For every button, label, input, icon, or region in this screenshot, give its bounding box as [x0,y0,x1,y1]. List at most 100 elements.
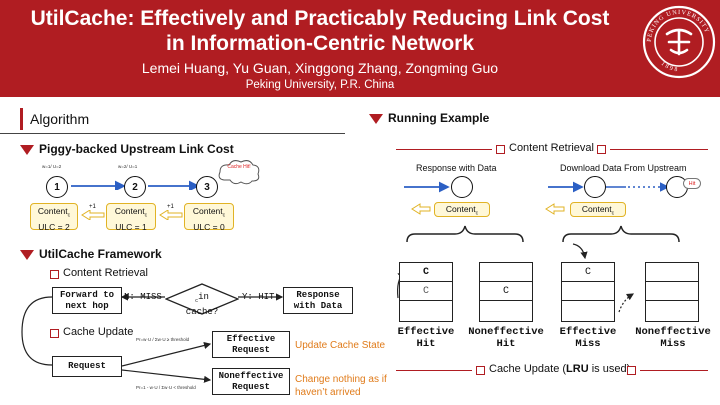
label-content-retrieval-right: Content Retrieval [509,142,594,154]
node-2: 2 [124,176,146,198]
cache-cell: C [400,263,452,282]
cache-cell: C [562,263,614,282]
section-title-algorithm: Algorithm [30,111,90,127]
framework-connectors [21,293,284,383]
section-divider [0,133,345,134]
content-sub: c [144,212,148,219]
title-line-2: in Information-Centric Network [165,32,475,55]
caption-effective-hit: Effective Hit [397,326,455,350]
affiliation: Peking University, P.R. China [245,79,395,91]
ulc-value: ULC = 2 [38,221,70,232]
triangle-bullet-icon [20,145,34,155]
update-lru: LRU [566,363,589,375]
effective-arrow [121,341,212,367]
forward-box: Forward to next hop [52,287,122,314]
content-box-1: Contentc ULC = 2 [30,203,78,232]
header-banner [0,0,720,97]
seal-year: 1898 [660,61,678,73]
cache-effective-miss: C [561,262,615,322]
brace-connector [21,296,53,366]
decision-diamond [165,283,239,315]
response-label: Response with Data [416,163,497,173]
decision-text: in cache? [185,292,219,317]
evict-arrow [618,293,635,313]
label-content-retrieval: Content Retrieval [63,267,148,279]
content-sub: c [611,210,615,217]
content-name: Content [192,206,223,216]
ulc-value: ULC = 1 [115,221,147,232]
square-bullet-icon [50,329,59,338]
cloud-label: Cache Hit! [227,164,251,170]
hit-label: Y: HIT [242,292,275,302]
square-bullet-icon [476,366,485,375]
response-box: Response with Data [283,287,353,314]
example-arrows [404,181,670,193]
noneffective-arrow [121,369,212,383]
update-prefix: Cache Update ( [489,363,567,375]
cache-noneffective-hit: C [479,262,533,322]
left-arrows [411,203,565,215]
cache-effective-hit: C C [399,262,453,322]
caption-effective-miss: Effective Miss [559,326,617,350]
cache-cell: C [400,282,452,301]
content-name: Content [445,204,476,214]
content-sub: c [222,212,226,219]
backward-arrow-2 [159,210,183,220]
link-label-2: w=2/ U=1 [118,164,138,169]
content-box-download: Contentc [570,202,626,217]
rule-left [396,149,492,151]
cache-cell: C [480,282,532,301]
brace-right [562,225,680,243]
miss-label: N: MISS [124,292,162,302]
square-bullet-icon [50,270,59,279]
triangle-bullet-icon [369,114,383,124]
section-title-running-example: Running Example [388,111,490,125]
link-arrows [71,180,200,190]
square-bullet-icon [597,145,606,154]
content-name: Content [581,204,612,214]
insert-arrow [572,243,588,260]
cache-cell [480,301,532,320]
content-sub: c [475,210,479,217]
condition-bottom: Pr=1 - w·U / Σw·U < threshold [136,385,196,390]
cache-cell [400,301,452,320]
section-bar [20,108,23,130]
subsection-title-piggy: Piggy-backed Upstream Link Cost [39,142,234,156]
node-3: 3 [196,176,218,198]
noneffective-request-box: Noneffective Request [212,368,290,395]
content-box-2: Contentc ULC = 1 [106,203,156,232]
effective-request-box: Effective Request [212,331,290,358]
rule-left-bottom [396,370,472,372]
label-cache-update: Cache Update [63,326,134,338]
update-cache-state-text: Update Cache State [295,340,386,351]
content-name: Content [37,206,68,216]
download-label: Download Data From Upstream [560,163,687,173]
decision-sub: c [195,297,199,304]
cache-cell [562,301,614,320]
cache-cell [646,263,698,282]
hit-cloud: Hit [683,178,701,189]
link-label-1: w=1/ U=2 [42,164,62,169]
university-seal-icon: PEKING UNIVERSITY 1898 [642,5,716,79]
poster-title: UtilCache: Effectively and Practicably R… [0,6,640,56]
rule-right-bottom [640,370,708,372]
rule-right [610,149,708,151]
content-box-response: Contentc [434,202,490,217]
title-line-1: UtilCache: Effectively and Practicably R… [30,7,610,30]
node-1: 1 [46,176,68,198]
square-bullet-icon [627,366,636,375]
node-download [584,176,606,198]
plus-label-2: +1 [167,204,174,210]
triangle-bullet-icon [20,250,34,260]
cache-cell [646,301,698,320]
request-box: Request [52,356,122,377]
ulc-value: ULC = 0 [193,221,225,232]
svg-text:1898: 1898 [660,61,680,73]
cloud-icon [218,160,260,185]
content-sub: c [67,212,71,219]
subsection-title-framework: UtilCache Framework [39,247,162,261]
brace-left [406,225,524,243]
decision-label: cin cache? [182,292,222,318]
change-nothing-text: Change nothing as if haven’t arrived [295,374,387,398]
authors: Lemei Huang, Yu Guan, Xinggong Zhang, Zo… [141,60,499,76]
